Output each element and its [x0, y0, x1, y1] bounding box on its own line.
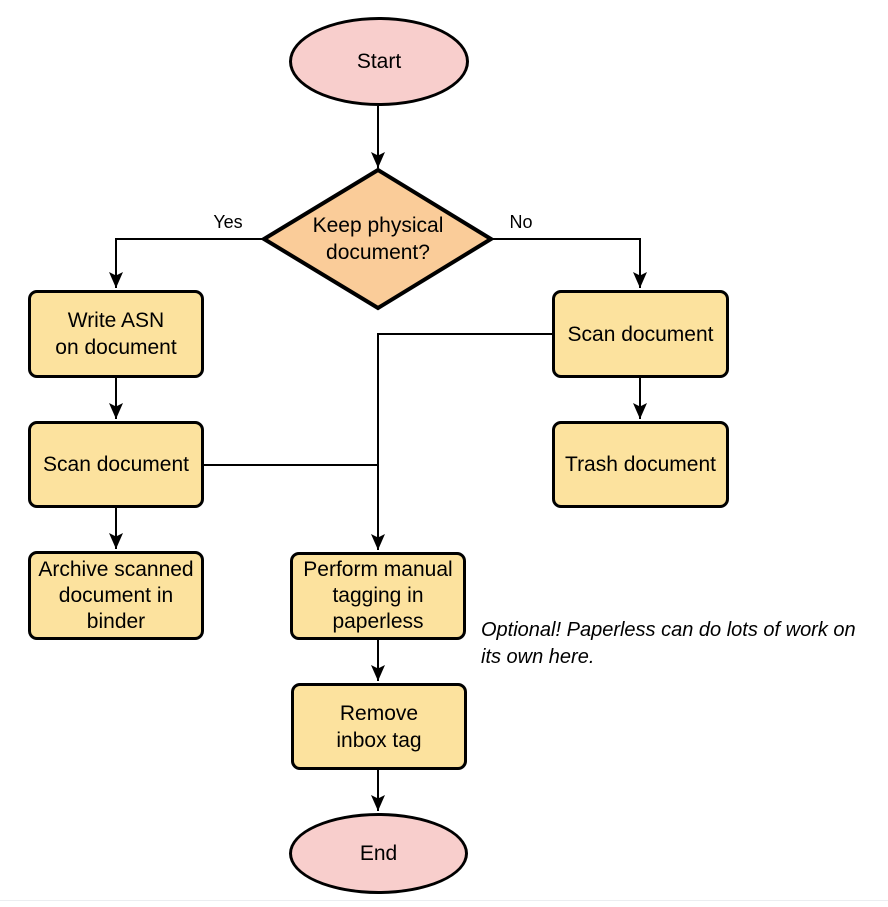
node-scan-document-left: Scan document [28, 421, 204, 508]
decision-diamond-shape [260, 167, 495, 311]
node-scan-document-right-label: Scan document [567, 322, 714, 346]
node-archive-scanned: Archive scanned document in binder [28, 551, 204, 640]
edge-decision-yes [109, 238, 264, 288]
node-trash-document-label: Trash document [565, 453, 716, 476]
node-remove-inbox-tag-label: Remove inbox tag [336, 701, 422, 752]
node-write-asn: Write ASN on document [28, 290, 204, 378]
node-remove-inbox-tag: Remove inbox tag [291, 683, 467, 770]
edge-decision-no [491, 238, 647, 288]
node-scan-document-left-label: Scan document [43, 453, 189, 476]
node-decision: Keep physical document? [294, 211, 462, 267]
node-start-label: Start [356, 50, 402, 73]
node-decision-label: Keep physical document? [312, 214, 444, 264]
node-start: Start [289, 17, 469, 106]
node-archive-scanned-label: Archive scanned document in binder [38, 557, 194, 633]
node-manual-tagging-label: Perform manual tagging in paperless [303, 558, 453, 633]
node-scan-document-right: Scan document [552, 290, 729, 378]
optional-note: Optional! Paperless can do lots of work … [481, 590, 888, 671]
node-manual-tagging: Perform manual tagging in paperless [290, 552, 466, 640]
node-trash-document: Trash document [552, 421, 729, 508]
optional-note-text: Optional! Paperless can do lots of work … [481, 619, 856, 668]
node-write-asn-label: Write ASN on document [55, 309, 177, 359]
node-end-label: End [359, 842, 398, 865]
edge-label-no: No [509, 212, 533, 232]
edge-label-yes: Yes [213, 212, 243, 232]
edge-scanright-to-tagging [371, 333, 552, 550]
bottom-divider [0, 900, 888, 901]
node-end: End [289, 813, 468, 894]
